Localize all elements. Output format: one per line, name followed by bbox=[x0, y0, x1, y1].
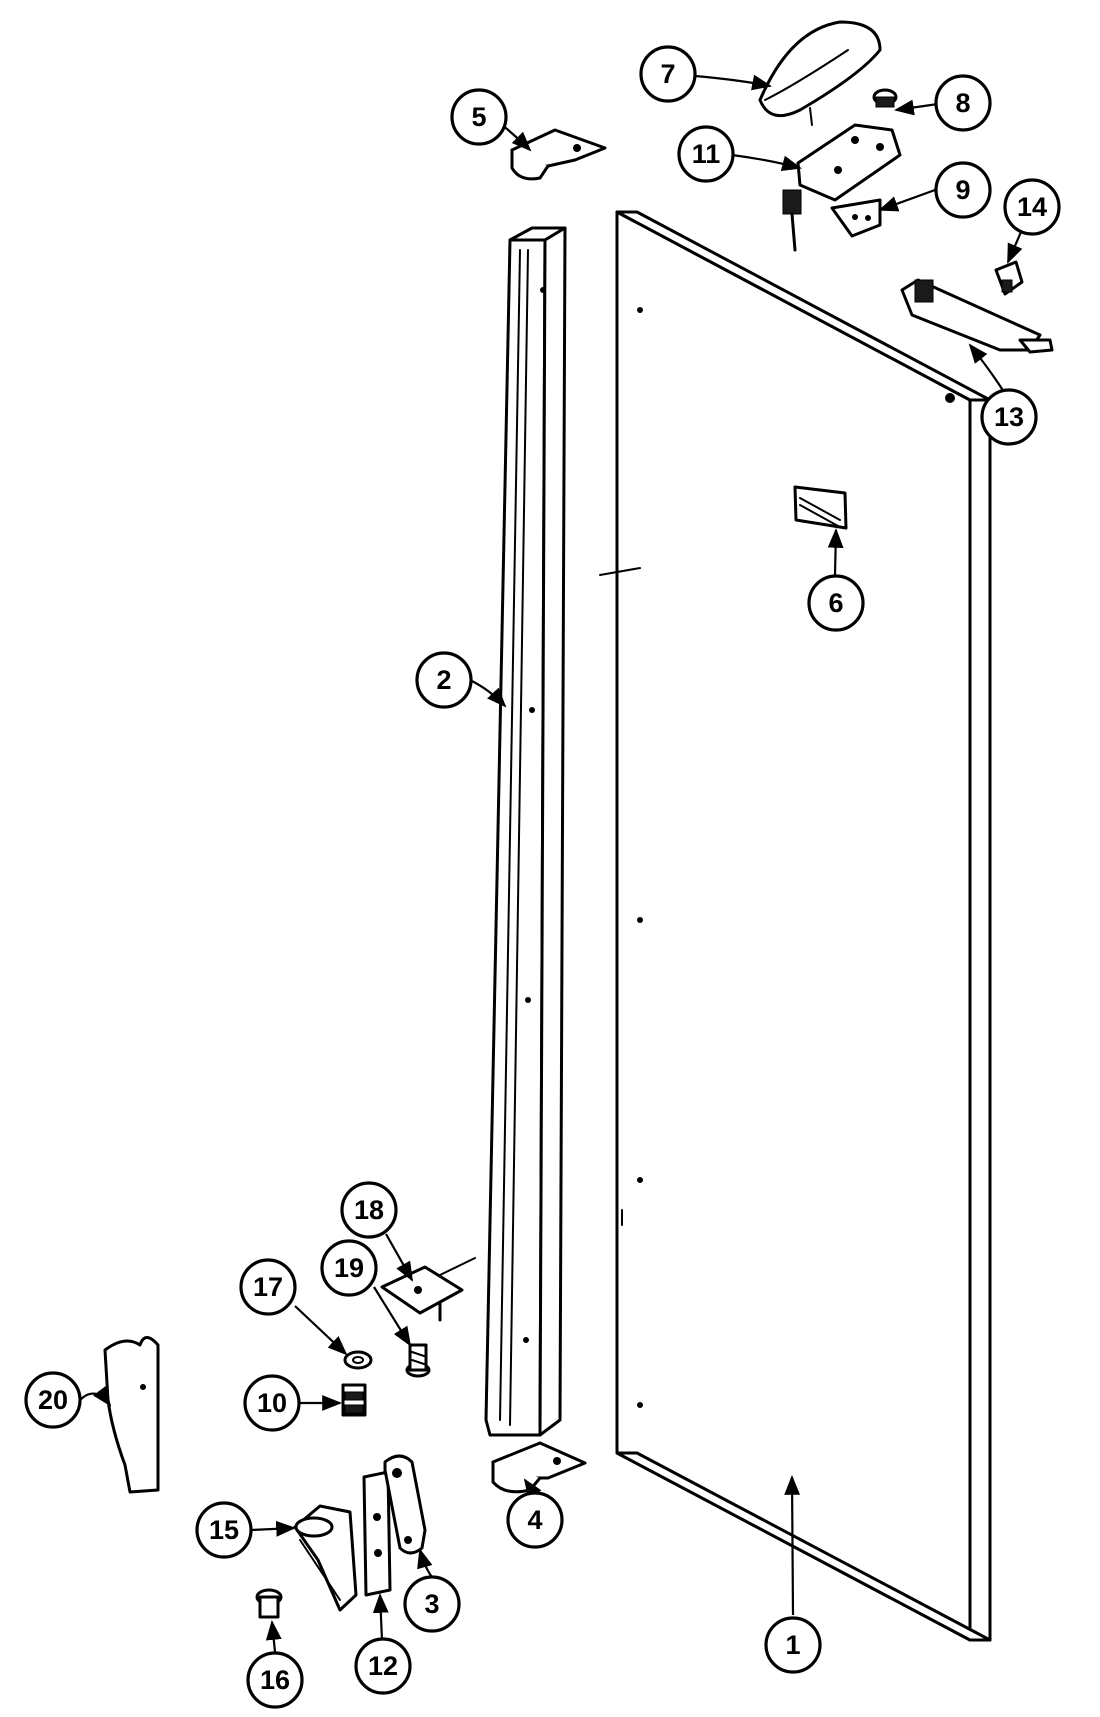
callout-3-label: 3 bbox=[424, 1589, 439, 1619]
callout-16-label: 16 bbox=[260, 1665, 290, 1695]
callout-11-label: 11 bbox=[692, 139, 721, 169]
callout-5-label: 5 bbox=[471, 102, 486, 132]
callout-8-label: 8 bbox=[955, 88, 970, 118]
callout-5: 5 bbox=[450, 88, 508, 146]
callout-14-label: 14 bbox=[1017, 192, 1047, 222]
callout-11: 11 bbox=[677, 125, 735, 183]
callout-12-label: 12 bbox=[368, 1651, 398, 1681]
part-5-top-hinge-cover bbox=[510, 128, 607, 181]
callout-7: 7 bbox=[639, 45, 697, 103]
callout-4: 4 bbox=[506, 1491, 564, 1549]
callout-10: 10 bbox=[243, 1374, 301, 1432]
callout-15: 15 bbox=[195, 1501, 253, 1559]
callout-18-label: 18 bbox=[354, 1195, 384, 1225]
callout-13-label: 13 bbox=[994, 402, 1024, 432]
callout-10-label: 10 bbox=[257, 1388, 287, 1418]
callout-7-label: 7 bbox=[660, 59, 675, 89]
callout-18: 18 bbox=[340, 1181, 398, 1239]
part-7-handle-cap bbox=[758, 20, 882, 126]
callout-3: 3 bbox=[403, 1575, 461, 1633]
callout-12: 12 bbox=[354, 1637, 412, 1695]
part-9-hinge-shim bbox=[830, 198, 882, 238]
part-16-screw bbox=[255, 1588, 283, 1619]
part-11-top-hinge bbox=[782, 123, 902, 252]
callout-1-label: 1 bbox=[785, 1630, 800, 1660]
callout-16: 16 bbox=[246, 1651, 304, 1709]
callout-6-label: 6 bbox=[828, 588, 843, 618]
callout-4-label: 4 bbox=[527, 1505, 542, 1535]
part-20-bottom-trim-cover bbox=[103, 1336, 160, 1494]
callout-20-label: 20 bbox=[38, 1385, 68, 1415]
part-13-latch-bracket bbox=[900, 278, 1054, 354]
callout-2-label: 2 bbox=[436, 665, 451, 695]
part-8-hinge-cap bbox=[872, 88, 898, 108]
part-14-clip bbox=[994, 260, 1024, 296]
callout-9: 9 bbox=[934, 161, 992, 219]
callout-17: 17 bbox=[239, 1258, 297, 1316]
callout-17-label: 17 bbox=[253, 1272, 283, 1302]
callout-13: 13 bbox=[980, 388, 1038, 446]
callout-15-label: 15 bbox=[209, 1515, 239, 1545]
callout-20: 20 bbox=[24, 1371, 82, 1429]
callout-6: 6 bbox=[807, 574, 865, 632]
callout-2: 2 bbox=[415, 651, 473, 709]
part-6-nameplate bbox=[793, 485, 848, 530]
callout-1: 1 bbox=[764, 1616, 822, 1674]
part-3-hinge-plate bbox=[383, 1454, 427, 1555]
part-17-washer bbox=[343, 1350, 373, 1370]
part-10-bushing bbox=[341, 1383, 367, 1417]
part-2-door-trim-strip bbox=[484, 226, 567, 1437]
part-18-bottom-bracket bbox=[380, 1257, 476, 1322]
callout-9-label: 9 bbox=[955, 175, 970, 205]
part-19-screw bbox=[405, 1343, 431, 1378]
callout-14: 14 bbox=[1003, 178, 1061, 236]
callout-19: 19 bbox=[320, 1239, 378, 1297]
part-15-bottom-hinge bbox=[293, 1504, 358, 1612]
callout-19-label: 19 bbox=[334, 1253, 364, 1283]
part-1-door-panel bbox=[599, 210, 992, 1642]
part-4-bottom-hinge-cover bbox=[491, 1441, 587, 1494]
part-12-shim-plate bbox=[362, 1470, 392, 1597]
callout-8: 8 bbox=[934, 74, 992, 132]
